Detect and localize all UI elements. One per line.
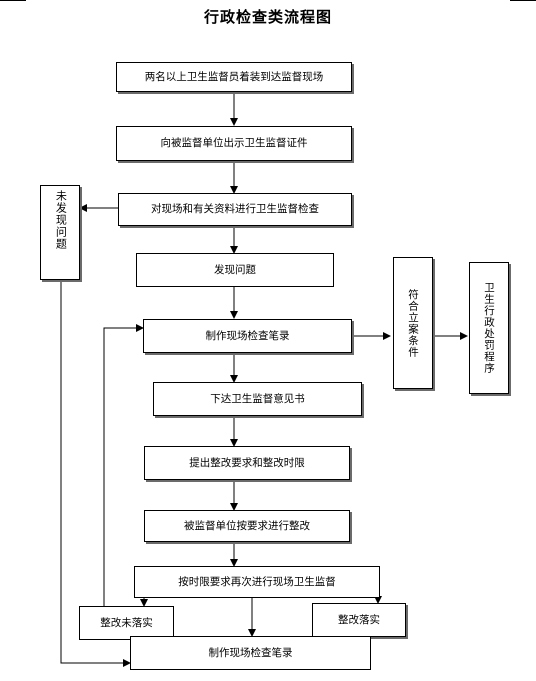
step-issue-opinion: 下达卫生监督意见书	[153, 382, 362, 416]
step-final-record: 制作现场检查笔录	[130, 636, 371, 670]
flowchart-title: 行政检查类流程图	[203, 8, 332, 26]
step-rectification-requirements: 提出整改要求和整改时限	[144, 446, 350, 480]
step-show-credentials: 向被监督单位出示卫生监督证件	[116, 126, 352, 161]
step-make-record: 制作现场检查笔录	[143, 319, 352, 353]
step-not-rectified: 整改未落实	[79, 606, 174, 640]
step-inspection: 对现场和有关资料进行卫生监督检查	[118, 193, 352, 226]
step-rectified: 整改落实	[312, 603, 406, 637]
top-left-edge-mark	[0, 0, 26, 1]
step-administrative-penalty: 卫生行政处罚程序	[469, 262, 509, 394]
step-unit-rectifies: 被监督单位按要求进行整改	[144, 510, 350, 542]
step-arrive-at-site: 两名以上卫生监督员着装到达监督现场	[116, 62, 352, 92]
step-found-problem: 发现问题	[136, 253, 334, 287]
step-case-filing-conditions: 符合立案条件	[393, 257, 433, 389]
line-no-problem-to-final	[60, 280, 131, 667]
line-not-rectified-loop-to-s5	[103, 324, 144, 606]
top-right-edge-mark	[510, 0, 536, 1]
step-re-inspection: 按时限要求再次进行现场卫生监督	[134, 566, 380, 598]
step-no-problem-found: 未发现问题	[40, 185, 80, 280]
